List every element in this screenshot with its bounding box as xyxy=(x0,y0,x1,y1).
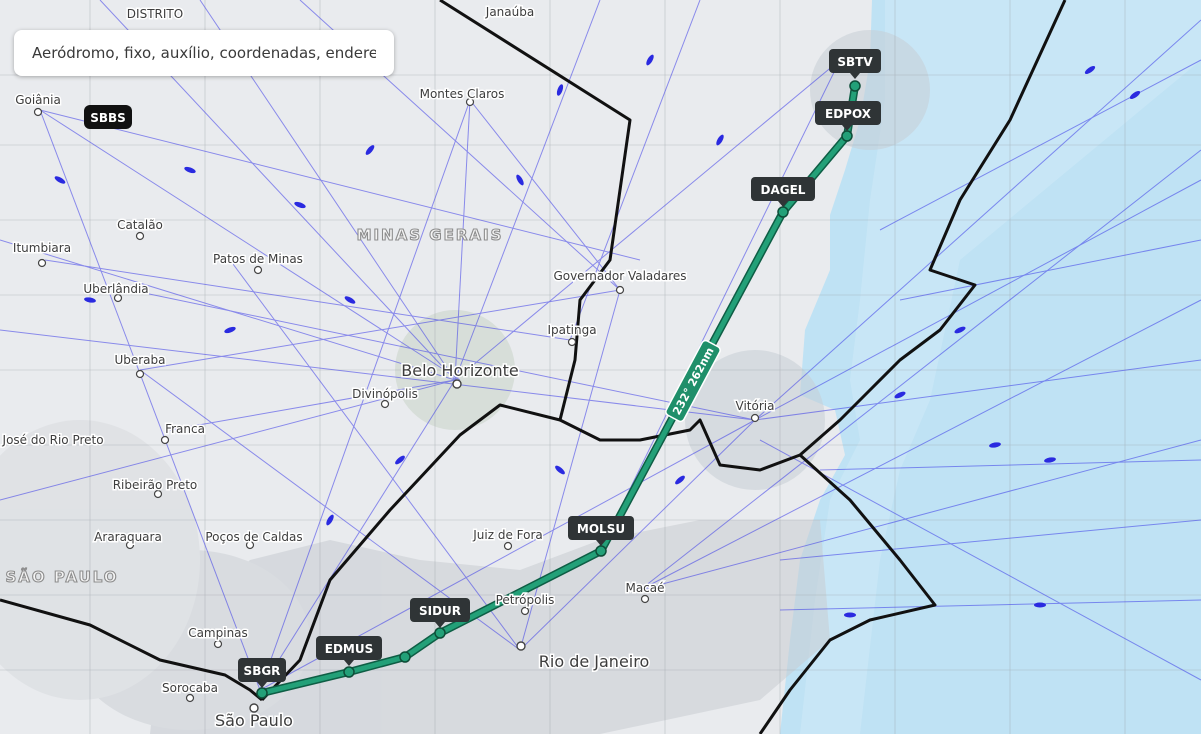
city-goiania: Goiânia xyxy=(15,93,61,107)
city-patos: Patos de Minas xyxy=(213,252,303,266)
city-vitoria: Vitória xyxy=(736,399,775,413)
city-ipatinga: Ipatinga xyxy=(547,323,596,337)
city-macae: Macaé xyxy=(625,581,664,595)
city-sorocaba: Sorocaba xyxy=(162,681,218,695)
city-montes: Montes Claros xyxy=(420,87,505,101)
waypoint-badge-sidur[interactable]: SIDUR xyxy=(410,598,470,628)
waypoint-badge-sbtv[interactable]: SBTV xyxy=(829,49,881,79)
city-ribeirao: Ribeirão Preto xyxy=(113,478,198,492)
search-bar[interactable] xyxy=(14,30,394,76)
city-saopaulo: São Paulo xyxy=(215,711,293,730)
waypoint-label: DAGEL xyxy=(761,183,806,197)
waypoint-label: SBGR xyxy=(244,664,281,678)
waypoint-node-edmus[interactable] xyxy=(343,666,355,678)
city-divinopolis: Divinópolis xyxy=(352,387,418,401)
region-label-mg: MINAS GERAIS xyxy=(357,226,504,244)
waypoint-label: EDPOX xyxy=(825,107,872,121)
city-janauba: Janaúba xyxy=(485,5,534,19)
waypoint-label: SIDUR xyxy=(419,604,461,618)
waypoint-badge-edpox[interactable]: EDPOX xyxy=(815,101,881,131)
waypoints[interactable]: SBGR EDMUS SIDUR MOLSU DAGEL EDPOX xyxy=(238,49,881,699)
airport-badge-sbbs[interactable]: SBBS xyxy=(84,105,132,129)
city-juiz: Juiz de Fora xyxy=(472,528,543,542)
region-label-sp: SÃO PAULO xyxy=(5,567,118,586)
airway-markers xyxy=(54,54,1141,618)
city-uberaba: Uberaba xyxy=(114,353,165,367)
city-distrito: DISTRITO xyxy=(127,7,183,21)
city-rio: Rio de Janeiro xyxy=(539,652,650,671)
city-campinas: Campinas xyxy=(188,626,248,640)
city-itumbiara: Itumbiara xyxy=(13,241,71,255)
city-pocos: Poços de Caldas xyxy=(205,530,302,544)
route-line-fill xyxy=(259,83,858,696)
fir-borders xyxy=(0,0,1067,734)
waypoint-node-sidur[interactable] xyxy=(434,627,446,639)
waypoint-node-sbgr[interactable] xyxy=(256,687,268,699)
airport-badge-label: SBBS xyxy=(90,111,126,125)
city-franca: Franca xyxy=(165,422,205,436)
search-input[interactable] xyxy=(30,43,378,63)
region-labels: MINAS GERAIS SÃO PAULO xyxy=(5,225,504,586)
waypoint-node-edpox[interactable] xyxy=(841,130,853,142)
city-araraquara: Araraquara xyxy=(94,530,162,544)
city-gv: Governador Valadares xyxy=(553,269,686,283)
waypoint-badge-dagel[interactable]: DAGEL xyxy=(751,177,815,207)
waypoint-node-molsu[interactable] xyxy=(595,545,607,557)
city-petropolis: Petrópolis xyxy=(496,593,555,607)
city-bh: Belo Horizonte xyxy=(401,361,518,380)
waypoint-badge-edmus[interactable]: EDMUS xyxy=(316,636,382,666)
waypoint-label: SBTV xyxy=(837,55,873,69)
city-uberlandia: Uberlândia xyxy=(83,282,148,296)
waypoint-label: MOLSU xyxy=(577,522,625,536)
waypoint-label: EDMUS xyxy=(325,642,374,656)
waypoint-badge-molsu[interactable]: MOLSU xyxy=(568,516,634,546)
city-labels: Goiânia DISTRITO Catalão Itumbiara Patos… xyxy=(0,4,776,732)
waypoint-badge-sbgr[interactable]: SBGR xyxy=(238,658,286,688)
city-catalao: Catalão xyxy=(117,218,163,232)
city-sjrp: São José do Rio Preto xyxy=(0,433,104,447)
waypoint-node-sbtv[interactable] xyxy=(849,80,861,92)
waypoint-node-unnamed[interactable] xyxy=(399,651,411,663)
waypoint-node-dagel[interactable] xyxy=(777,206,789,218)
ocean-shelf xyxy=(800,0,1201,734)
